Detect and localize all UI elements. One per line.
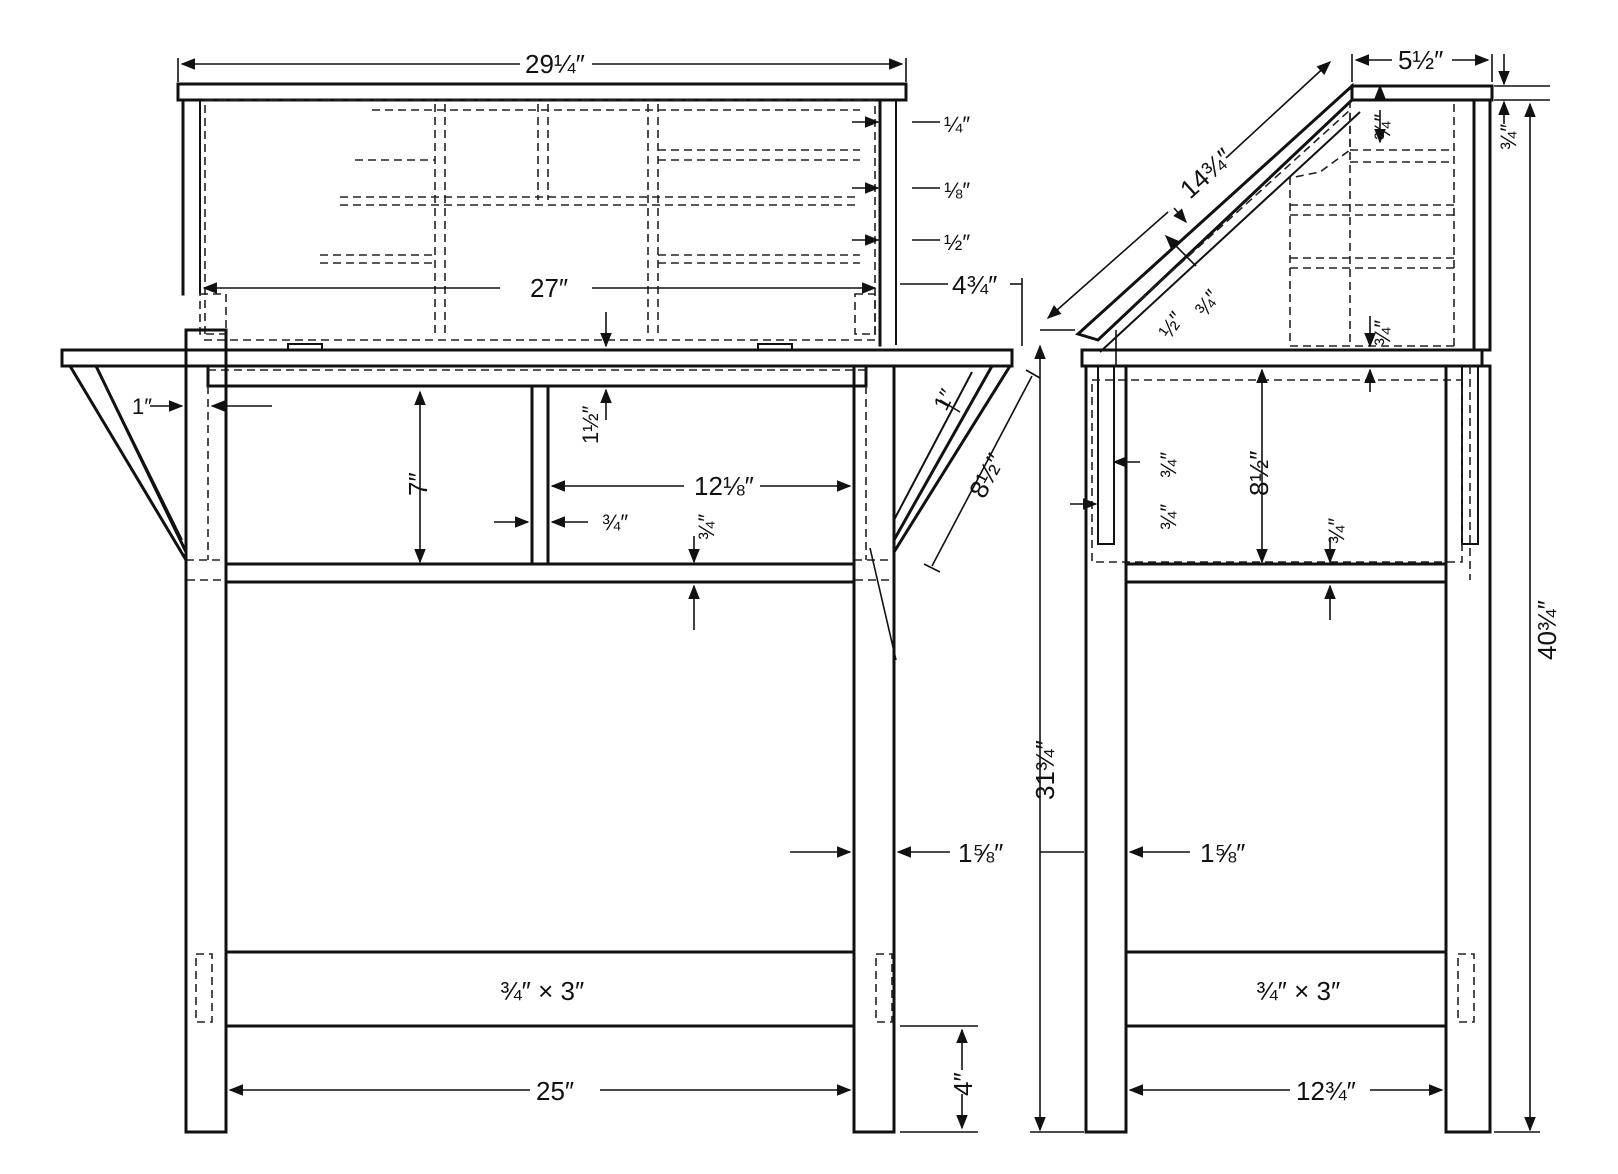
side-leg-back — [1444, 364, 1492, 1134]
side-side-1-label: ¾″ — [1156, 452, 1181, 478]
side-leg-width-label: 1⅝″ — [1200, 838, 1245, 868]
front-bottom-rail-left-tenon — [185, 559, 227, 581]
side-slope-1-label: ½″ — [1154, 307, 1190, 343]
front-dimensions — [150, 58, 1041, 1133]
side-top-board — [1350, 84, 1494, 102]
front-top-rail — [206, 364, 868, 388]
front-rail-height-label: 1½″ — [578, 405, 603, 444]
side-apron-height-label: 8½″ — [1244, 451, 1274, 496]
front-leg-width-label: 1⅝″ — [958, 838, 1003, 868]
front-view: 29¼″ 27″ ¼″ ⅛″ ½″ 4¾″ 1″ 7″ 1½″ 12⅛″ ¾″ … — [60, 49, 1041, 1134]
front-drawer-width-label: 12⅛″ — [694, 471, 754, 501]
front-bracket-left-inner — [95, 365, 183, 541]
side-top-height-label: 31¾″ — [1030, 740, 1060, 800]
front-bottom-rail — [224, 562, 856, 584]
front-cabinet-hidden-lines — [199, 99, 876, 341]
side-stretcher — [1124, 950, 1448, 1028]
side-slope-2-label: ¾″ — [1190, 285, 1226, 321]
side-cabinet-hidden-lines — [1139, 100, 1455, 347]
front-shelf-3-label: ½″ — [944, 230, 970, 255]
side-leg-spacing-label: 12¾″ — [1296, 1076, 1356, 1106]
side-rail-front — [1097, 365, 1115, 545]
side-dimensions — [1030, 54, 1550, 1133]
front-apron-height-label: 7″ — [403, 472, 433, 496]
side-shelf-gap-label: ¾″ — [1370, 320, 1395, 346]
front-shelf-1-label: ¼″ — [944, 112, 970, 137]
side-back-1-label: ¾″ — [1370, 114, 1395, 140]
side-stretcher-label: ¾″ × 3″ — [1256, 976, 1340, 1006]
side-back-2-label: ¾″ — [1496, 124, 1521, 150]
front-leg-spacing-label: 25″ — [536, 1076, 574, 1106]
front-stretcher — [224, 950, 856, 1028]
side-sloped-lid — [1075, 82, 1354, 342]
front-stretcher-right-mortise — [875, 953, 893, 1023]
front-drawer-partition — [530, 384, 550, 566]
side-sloped-lid-inner — [1099, 111, 1361, 353]
front-bracket-right-inner — [893, 371, 973, 521]
front-leg-left — [184, 328, 228, 1134]
front-shelf-overhang-label: 4¾″ — [952, 270, 997, 300]
side-bottom-rail — [1124, 562, 1448, 584]
front-stretcher-height-label: 4″ — [948, 1072, 978, 1096]
side-rail-thickness-label: ¾″ — [1324, 518, 1349, 544]
front-edge-1-label: 1″ — [132, 394, 152, 419]
front-stretcher-left-mortise — [195, 953, 213, 1023]
side-stretcher-mortise — [1457, 953, 1475, 1023]
side-leg-front — [1084, 364, 1128, 1134]
side-top-depth-label: 5½″ — [1398, 45, 1443, 75]
front-bracket-right — [892, 364, 1013, 558]
side-side-2-label: ¾″ — [1156, 504, 1181, 530]
front-desk-board — [60, 348, 1014, 368]
front-rail-thickness-label: ¾″ — [694, 514, 719, 540]
side-apron-hidden — [1091, 379, 1463, 563]
front-bracket-left — [67, 364, 188, 566]
front-shelf-2-label: ⅛″ — [944, 178, 970, 203]
front-top-board — [176, 82, 908, 102]
side-desk-board — [1080, 348, 1484, 368]
side-view: 5½″ 14¾″ ½″ ¾″ ¾″ ¾″ ¾″ 31¾″ 40¾″ ¾″ ¾″ … — [1030, 45, 1562, 1134]
front-stretcher-label: ¾″ × 3″ — [500, 976, 584, 1006]
side-overall-height-label: 40¾″ — [1532, 600, 1562, 660]
front-leg-right — [852, 364, 896, 1134]
front-partition-label: ¾″ — [602, 510, 628, 535]
side-back-post — [1472, 98, 1492, 352]
side-slope-length-label: 14¾″ — [1174, 142, 1239, 204]
front-overall-width-label: 29¼″ — [525, 49, 585, 79]
front-inner-width-label: 27″ — [530, 273, 568, 303]
